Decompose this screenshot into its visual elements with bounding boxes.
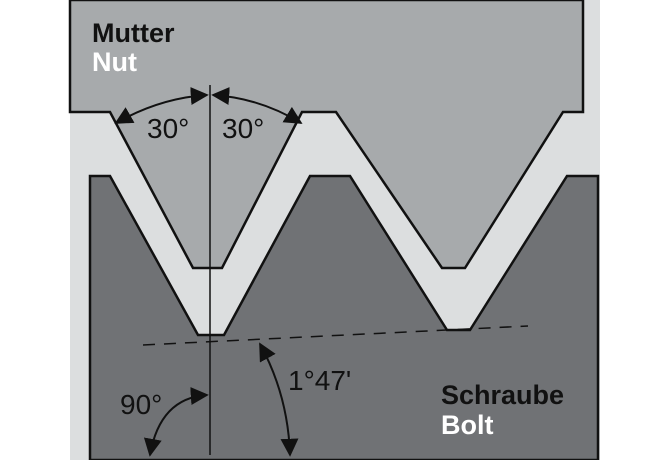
angle-label-right: 30° [222,113,264,144]
angle-label-left: 30° [147,113,189,144]
angle-arc-left-30 [114,87,209,124]
angle-arc-90 [143,387,209,457]
bolt-region [88,174,600,460]
angle-arc-right-30 [211,87,303,124]
lead-dashed-line [142,325,529,346]
angle-label-90: 90° [120,389,162,420]
angle-arc-lead [259,342,299,457]
nut-region [68,0,585,270]
bolt-label-english: Bolt [441,410,493,440]
nut-label-english: Nut [92,47,137,77]
nut-label-german: Mutter [92,18,175,48]
bolt-label-german: Schraube [441,380,564,410]
angle-label-lead: 1°47' [288,365,351,396]
